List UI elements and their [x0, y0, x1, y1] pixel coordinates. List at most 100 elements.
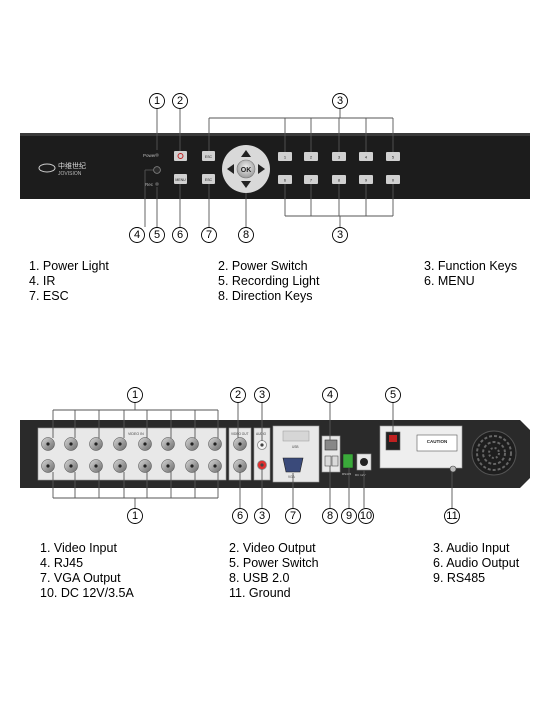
function-key-4[interactable]	[359, 152, 373, 161]
front-callout-lines	[144, 109, 394, 227]
rs485-terminal[interactable]	[342, 453, 354, 469]
callout-number: 1	[154, 95, 160, 107]
callout-circle	[232, 508, 248, 524]
video-out-text: VIDEO OUT	[231, 432, 249, 436]
function-key-6[interactable]	[278, 175, 292, 184]
esc-button-2[interactable]	[202, 174, 215, 184]
legend-item: 4. RJ45	[40, 556, 84, 570]
callout-circle	[230, 387, 246, 403]
power-light-text: Power	[143, 153, 156, 158]
arrow-right-icon[interactable]	[258, 164, 265, 174]
callout-number: 3	[259, 510, 265, 522]
callout-number: 7	[206, 229, 212, 241]
callout-number: 8	[243, 229, 249, 241]
callout-number: 1	[132, 389, 138, 401]
callout-number: 2	[177, 95, 183, 107]
legend-item: 7. ESC	[29, 289, 69, 303]
legend-item: 11. Ground	[229, 586, 291, 600]
rear-callouts: 1 2 3 4 5 1 6 3 7 8 9 10 11	[127, 387, 460, 524]
recording-light	[155, 182, 159, 186]
function-key-10[interactable]	[386, 175, 400, 184]
callout-circle	[332, 93, 348, 109]
brand-logo: 中维世纪 JOVISION	[38, 161, 86, 177]
callout-circle	[127, 508, 143, 524]
callout-circle	[238, 227, 254, 243]
front-legend-col2: 2. Power Switch 5. Recording Light 8. Di…	[218, 259, 319, 304]
legend-item: 3. Audio Input	[433, 541, 510, 555]
callout-number: 5	[390, 389, 396, 401]
function-key-label: 6	[284, 178, 287, 183]
function-key-3[interactable]	[332, 152, 346, 161]
callout-circle	[172, 93, 188, 109]
rj45-port[interactable]	[324, 439, 338, 451]
ok-button[interactable]	[236, 159, 256, 179]
callout-circle	[254, 387, 270, 403]
callout-number: 1	[132, 510, 138, 522]
function-key-label: 0	[392, 178, 395, 183]
function-key-8[interactable]	[332, 175, 346, 184]
function-key-label: 3	[338, 155, 341, 160]
callout-circle	[201, 227, 217, 243]
legend-item: 5. Power Switch	[229, 556, 319, 570]
legend-item: 6. MENU	[424, 274, 475, 288]
power-icon	[177, 153, 184, 159]
rear-legend-col2: 2. Video Output 5. Power Switch 8. USB 2…	[229, 541, 319, 601]
legend-item: 9. RS485	[433, 571, 486, 585]
callout-circle	[127, 387, 143, 403]
legend-item: 2. Video Output	[229, 541, 316, 555]
function-key-1[interactable]	[278, 152, 292, 161]
callout-number: 3	[337, 95, 343, 107]
function-key-label: 7	[310, 178, 313, 183]
rs485-text: RS485	[342, 472, 352, 476]
power-light	[155, 153, 159, 157]
rear-callout-lines	[52, 403, 453, 508]
front-legend-col1: 1. Power Light 4. IR 7. ESC	[29, 259, 109, 304]
logo-cn-text: 中维世纪	[58, 161, 86, 170]
arrow-up-icon[interactable]	[241, 150, 251, 157]
arrow-down-icon[interactable]	[241, 181, 251, 188]
vga-port[interactable]	[282, 457, 304, 473]
menu-button[interactable]	[174, 174, 187, 184]
callout-circle	[341, 508, 357, 524]
legend-item: 2. Power Switch	[218, 259, 308, 273]
function-key-5[interactable]	[386, 152, 400, 161]
rec-light-text: Rec	[145, 182, 154, 187]
function-key-label: 5	[392, 155, 395, 160]
direction-pad[interactable]: OK	[222, 145, 270, 193]
callout-circle	[444, 508, 460, 524]
usb-port[interactable]	[282, 430, 310, 442]
usb-text: USB	[292, 445, 299, 449]
usb-2-port[interactable]	[324, 455, 332, 467]
callout-circle	[332, 227, 348, 243]
legend-item: 4. IR	[29, 274, 56, 288]
callout-number: 10	[360, 510, 372, 522]
esc-button[interactable]	[202, 151, 215, 161]
callout-number: 4	[134, 229, 140, 241]
callout-number: 8	[327, 510, 333, 522]
menu-key-text: MENU	[175, 178, 186, 182]
logo-en-text: JOVISION	[58, 171, 82, 177]
ir-window	[153, 166, 161, 174]
callout-circle	[254, 508, 270, 524]
usb-2-port[interactable]	[331, 455, 339, 467]
esc-key-text-2: ESC	[205, 178, 213, 182]
function-keys: 1 2 3 4 5 6 7 8 9 0	[278, 152, 400, 184]
function-key-9[interactable]	[359, 175, 373, 184]
power-switch-button[interactable]	[174, 151, 187, 161]
callout-circle	[385, 387, 401, 403]
legend-item: 6. Audio Output	[433, 556, 520, 570]
callout-circle	[322, 508, 338, 524]
arrow-left-icon[interactable]	[227, 164, 234, 174]
callout-number: 5	[154, 229, 160, 241]
callout-number: 6	[177, 229, 183, 241]
front-callouts: 1 2 3 4 5 6 7 8 3	[129, 93, 348, 243]
function-key-label: 2	[310, 155, 313, 160]
callout-number: 9	[346, 510, 352, 522]
ground-screw[interactable]	[449, 465, 457, 473]
vga-text: VGA	[288, 475, 296, 479]
audio-text: AUDIO	[256, 432, 267, 436]
function-key-7[interactable]	[304, 175, 318, 184]
function-key-2[interactable]	[304, 152, 318, 161]
callout-circle	[358, 508, 374, 524]
